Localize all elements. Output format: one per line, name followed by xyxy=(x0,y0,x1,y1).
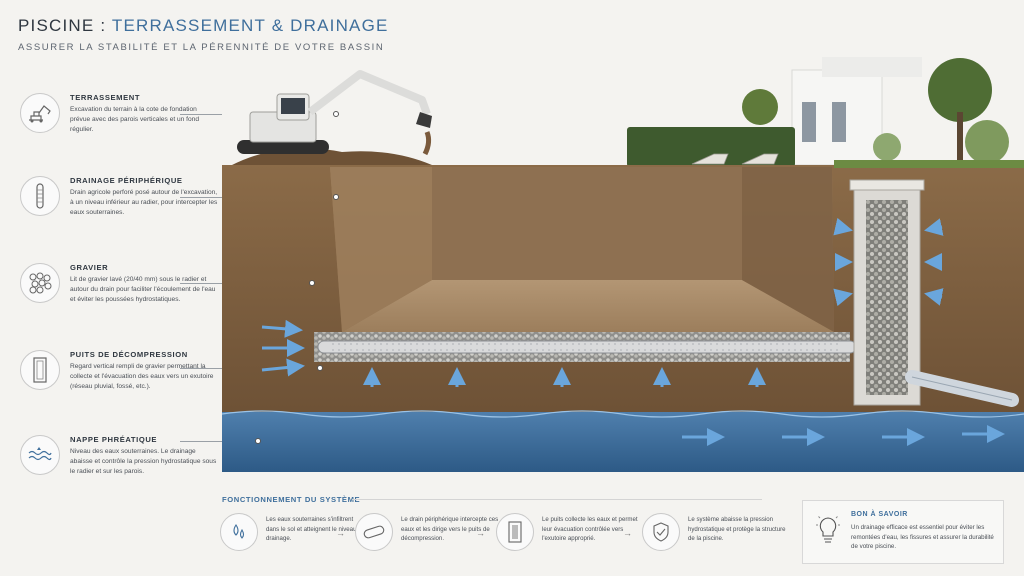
title-prefix: PISCINE : xyxy=(18,16,112,35)
legend-text: Niveau des eaux souterraines. Le drainag… xyxy=(70,448,217,475)
water-drops-icon xyxy=(220,513,258,551)
legend-nappe: NAPPE PHRÉATIQUE Niveau des eaux souterr… xyxy=(20,435,220,497)
system-step: Le système abaisse la pression hydrostat… xyxy=(642,513,792,557)
page-subtitle: ASSURER LA STABILITÉ ET LA PÉRENNITÉ DE … xyxy=(18,42,385,53)
legend-gravier: GRAVIER Lit de gravier lavé (20/40 mm) s… xyxy=(20,263,220,333)
legend-title: NAPPE PHRÉATIQUE xyxy=(70,435,158,444)
system-title: FONCTIONNEMENT DU SYSTÈME xyxy=(222,495,361,504)
gravel-icon xyxy=(20,263,60,303)
well-icon xyxy=(496,513,534,551)
legend-title: GRAVIER xyxy=(70,263,109,272)
legend-text: Regard vertical rempli de gravier permet… xyxy=(70,363,214,390)
shield-icon xyxy=(642,513,680,551)
pool-cross-section-illustration xyxy=(222,52,1024,472)
tip-title: BON À SAVOIR xyxy=(851,511,908,518)
step-text: Le drain périphérique intercepte ces eau… xyxy=(401,516,499,542)
page-title: PISCINE : TERRASSEMENT & DRAINAGE xyxy=(18,16,389,36)
arrow-right-icon: → xyxy=(476,528,485,538)
water-table-icon xyxy=(20,435,60,475)
well-icon xyxy=(20,350,60,390)
step-text: Les eaux souterraines s'infiltrent dans … xyxy=(266,516,365,542)
legend-text: Lit de gravier lavé (20/40 mm) sous le r… xyxy=(70,276,216,303)
divider xyxy=(352,499,762,500)
step-text: Le puits collecte les eaux et permet leu… xyxy=(542,516,638,542)
arrow-right-icon: → xyxy=(623,528,632,538)
system-step: Le puits collecte les eaux et permet leu… xyxy=(496,513,646,557)
legend-title: TERRASSEMENT xyxy=(70,93,141,102)
drain-pipe-icon xyxy=(355,513,393,551)
legend-title: DRAINAGE PÉRIPHÉRIQUE xyxy=(70,176,183,185)
system-step: Les eaux souterraines s'infiltrent dans … xyxy=(220,513,370,557)
tip-text: Un drainage efficace est essentiel pour … xyxy=(851,524,994,550)
system-step: Le drain périphérique intercepte ces eau… xyxy=(355,513,505,557)
legend-text: Excavation du terrain à la cote de fonda… xyxy=(70,106,200,133)
leader-line xyxy=(180,441,258,442)
tip-box: BON À SAVOIR Un drainage efficace est es… xyxy=(802,500,1004,564)
legend-text: Drain agricole perforé posé autour de l'… xyxy=(70,189,218,216)
legend-terrassement: TERRASSEMENT Excavation du terrain à la … xyxy=(20,93,220,153)
legend-puits: PUITS DE DÉCOMPRESSION Regard vertical r… xyxy=(20,350,220,420)
excavator-icon xyxy=(20,93,60,133)
legend-title: PUITS DE DÉCOMPRESSION xyxy=(70,350,188,359)
arrow-right-icon: → xyxy=(336,528,345,538)
legend-drainage: DRAINAGE PÉRIPHÉRIQUE Drain agricole per… xyxy=(20,176,220,246)
lightbulb-icon xyxy=(815,515,841,550)
drain-pipe-icon xyxy=(20,176,60,216)
step-text: Le système abaisse la pression hydrostat… xyxy=(688,516,786,542)
title-main: TERRASSEMENT & DRAINAGE xyxy=(111,16,389,35)
